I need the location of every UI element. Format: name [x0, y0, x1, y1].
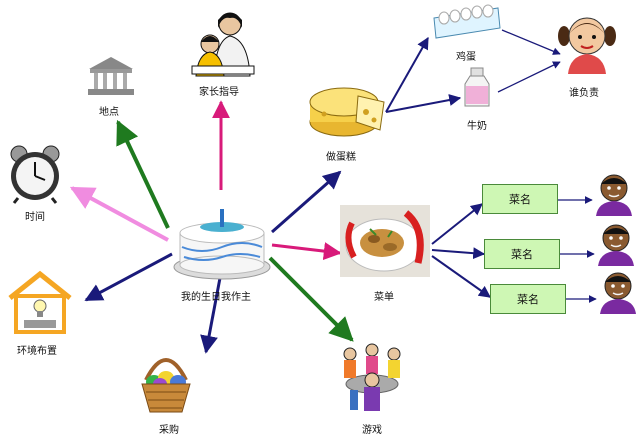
parent-reading-icon [188, 6, 258, 78]
parent-guide-label: 家长指导 [199, 83, 239, 98]
dish-box-3: 菜名 [490, 284, 566, 314]
dish-box-1: 菜名 [482, 184, 558, 214]
girl-avatar-icon [556, 10, 618, 76]
cheese-cake-icon [306, 82, 386, 144]
eggs-label: 鸡蛋 [456, 48, 476, 63]
dish-box-2: 菜名 [484, 239, 560, 269]
edge-to-location [118, 122, 168, 228]
milk-label: 牛奶 [467, 117, 487, 132]
edge-to-cake [272, 172, 340, 232]
birthday-cake-icon [172, 205, 272, 281]
alarm-clock-icon [6, 142, 64, 204]
boy-avatar-icon [594, 172, 634, 216]
menu-label: 菜单 [374, 288, 394, 303]
time-label: 时间 [25, 208, 45, 223]
kids-playing-icon [336, 340, 408, 416]
menu-dish-icon [340, 205, 430, 277]
center-topic-label: 我的生日我作主 [181, 288, 251, 303]
edge-to-environment [86, 254, 172, 300]
boy-avatar-icon [598, 270, 638, 314]
location-label: 地点 [99, 103, 119, 118]
environment-label: 环境布置 [17, 342, 57, 357]
edge-cake-to-milk [386, 98, 460, 112]
edge-menu-to-dish-1 [432, 204, 482, 244]
edge-to-menu [272, 245, 340, 253]
games-label: 游戏 [362, 421, 382, 436]
who-responsible-label: 谁负责 [569, 84, 599, 99]
edge-cake-to-eggs [386, 38, 428, 112]
boy-avatar-icon [596, 222, 636, 266]
cake-label: 做蛋糕 [326, 148, 356, 163]
edge-menu-to-dish-3 [432, 256, 490, 297]
edge-eggs-to-who [502, 30, 560, 54]
egg-carton-icon [430, 2, 502, 42]
edge-menu-to-dish-2 [432, 250, 484, 254]
basket-icon [138, 344, 194, 416]
house-icon [6, 272, 74, 334]
shopping-label: 采购 [159, 421, 179, 436]
edge-milk-to-who [498, 62, 560, 92]
milk-bottle-icon [462, 66, 492, 108]
bank-building-icon [86, 55, 136, 97]
